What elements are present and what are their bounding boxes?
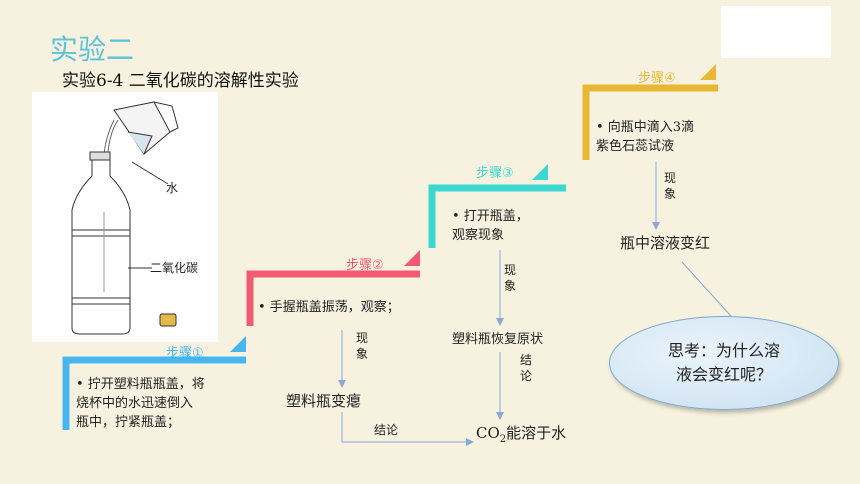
step4-bracket — [582, 84, 718, 160]
step3-triangle — [532, 164, 548, 180]
step2-bracket — [246, 270, 420, 326]
conclusion-label-1: 结论 — [374, 423, 399, 437]
question-bubble: 思考：为什么溶 液会变红呢？ — [609, 316, 839, 410]
step4-phenomenon: 瓶中溶液变红 — [620, 234, 711, 252]
experiment-illustration: 水 二氧化碳 — [32, 92, 218, 342]
co2-conclusion: CO2能溶于水 — [476, 424, 567, 445]
bottle-and-beaker-drawing — [71, 101, 179, 335]
step4-text: • 向瓶中滴入3滴 紫色石蕊试液 — [596, 120, 695, 154]
step2-text: • 手握瓶盖振荡，观察； — [258, 300, 400, 315]
page-subtitle: 实验6-4 二氧化碳的溶解性实验 — [62, 71, 299, 91]
step1-text: • 拧开塑料瓶瓶盖，将 烧杯中的水迅速倒入 瓶中，拧紧瓶盖； — [76, 377, 205, 430]
step4-label: 步骤④ — [638, 71, 676, 86]
step4-triangle — [700, 64, 716, 80]
label-water: 水 — [166, 181, 179, 195]
step3-label: 步骤③ — [476, 166, 514, 181]
step1-bracket — [62, 356, 246, 430]
phenomenon-label-2: 现象 — [504, 263, 517, 293]
step3-text: • 打开瓶盖， 观察现象 — [452, 209, 529, 243]
phenomenon-label-3: 现象 — [664, 171, 677, 201]
step1-label: 步骤① — [166, 346, 204, 361]
step2-phenomenon: 塑料瓶变瘪 — [286, 392, 362, 410]
step3-bracket — [428, 184, 566, 248]
label-co2: 二氧化碳 — [150, 261, 199, 275]
step2-label: 步骤② — [346, 258, 384, 273]
step2-triangle — [404, 250, 420, 266]
step1-triangle — [230, 336, 246, 352]
phenomenon-label-1: 现象 — [356, 331, 369, 361]
conclusion-label-2: 结论 — [520, 353, 533, 383]
page-title: 实验二 — [50, 33, 135, 66]
blank-box — [721, 6, 831, 58]
step3-phenomenon: 塑料瓶恢复原状 — [452, 332, 544, 347]
